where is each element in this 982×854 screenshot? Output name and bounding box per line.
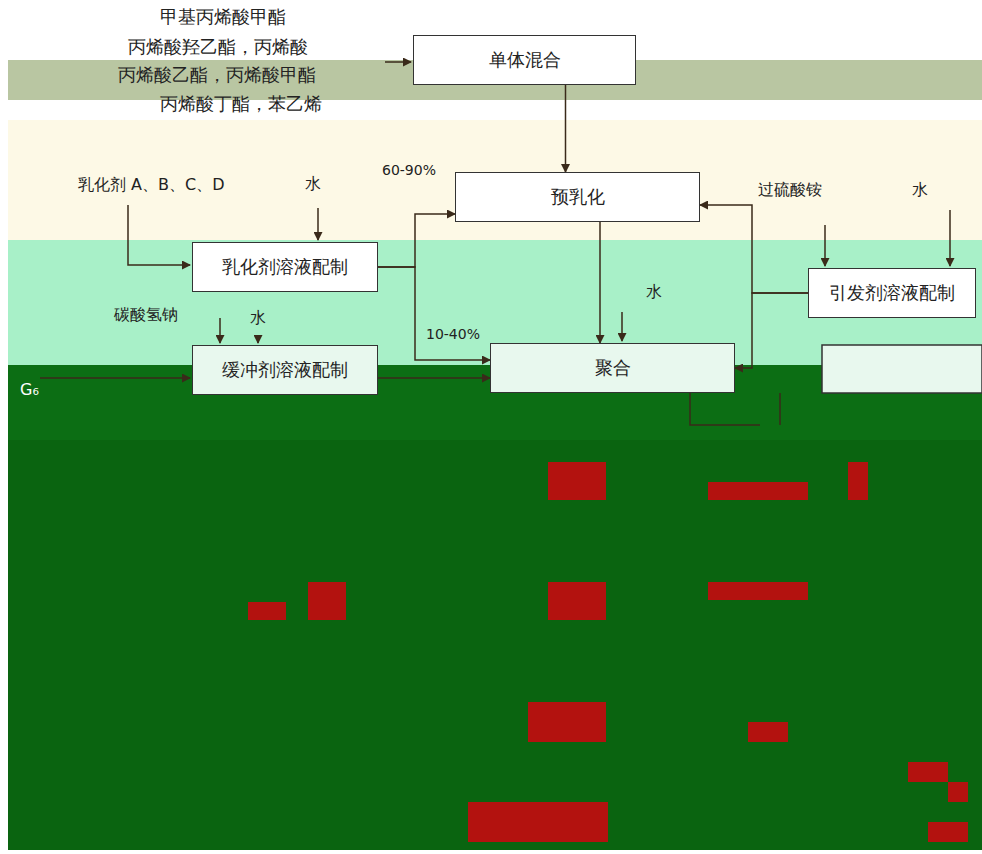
flow-arrow (378, 377, 490, 379)
flow-arrow (565, 85, 567, 172)
green-ground (8, 365, 982, 850)
process-box: 引发剂溶液配制 (808, 268, 976, 318)
box-text: 缓冲剂溶液配制 (222, 358, 348, 382)
box-text: 单体混合 (489, 48, 561, 72)
process-box: 缓冲剂溶液配制 (192, 345, 378, 395)
box-text: 预乳化 (551, 185, 605, 209)
process-box: 聚合 (490, 343, 735, 393)
partial-box (822, 345, 982, 393)
annotation-label: 水 (912, 180, 928, 199)
ratio-label: 60-90% (380, 162, 438, 178)
flow-arrow (700, 205, 808, 293)
annotation-label: 乳化剂 A、B、C、D (78, 175, 225, 194)
box-text: 聚合 (595, 356, 631, 380)
annotation-label: 水 (646, 282, 662, 301)
process-box: 单体混合 (413, 35, 636, 85)
flow-arrow (599, 222, 601, 343)
feed-arrows (40, 62, 950, 425)
annotation-label: G₆ (20, 380, 39, 399)
flow-arrow (378, 214, 455, 267)
cream-band (8, 120, 982, 240)
flow-arrow (378, 267, 490, 360)
flow-arrow (735, 293, 808, 368)
annotation-label: 甲基丙烯酸甲酯 (160, 6, 286, 28)
annotation-label: 丙烯酸乙酯，丙烯酸甲酯 (118, 64, 316, 86)
annotation-label: 水 (305, 174, 321, 193)
annotation-label: 丙烯酸羟乙酯，丙烯酸 (128, 36, 308, 58)
annotation-label: 水 (250, 308, 266, 327)
annotation-label: 碳酸氢钠 (114, 305, 178, 324)
process-box: 预乳化 (455, 172, 700, 222)
ratio-label: 10-40% (424, 326, 482, 342)
annotation-label: 过硫酸铵 (758, 180, 822, 199)
annotation-label: 丙烯酸丁酯，苯乙烯 (160, 93, 322, 115)
red-blocks (248, 462, 968, 842)
box-text: 乳化剂溶液配制 (222, 255, 348, 279)
green-ground (8, 440, 982, 850)
box-text: 引发剂溶液配制 (829, 281, 955, 305)
process-box: 乳化剂溶液配制 (192, 242, 378, 292)
